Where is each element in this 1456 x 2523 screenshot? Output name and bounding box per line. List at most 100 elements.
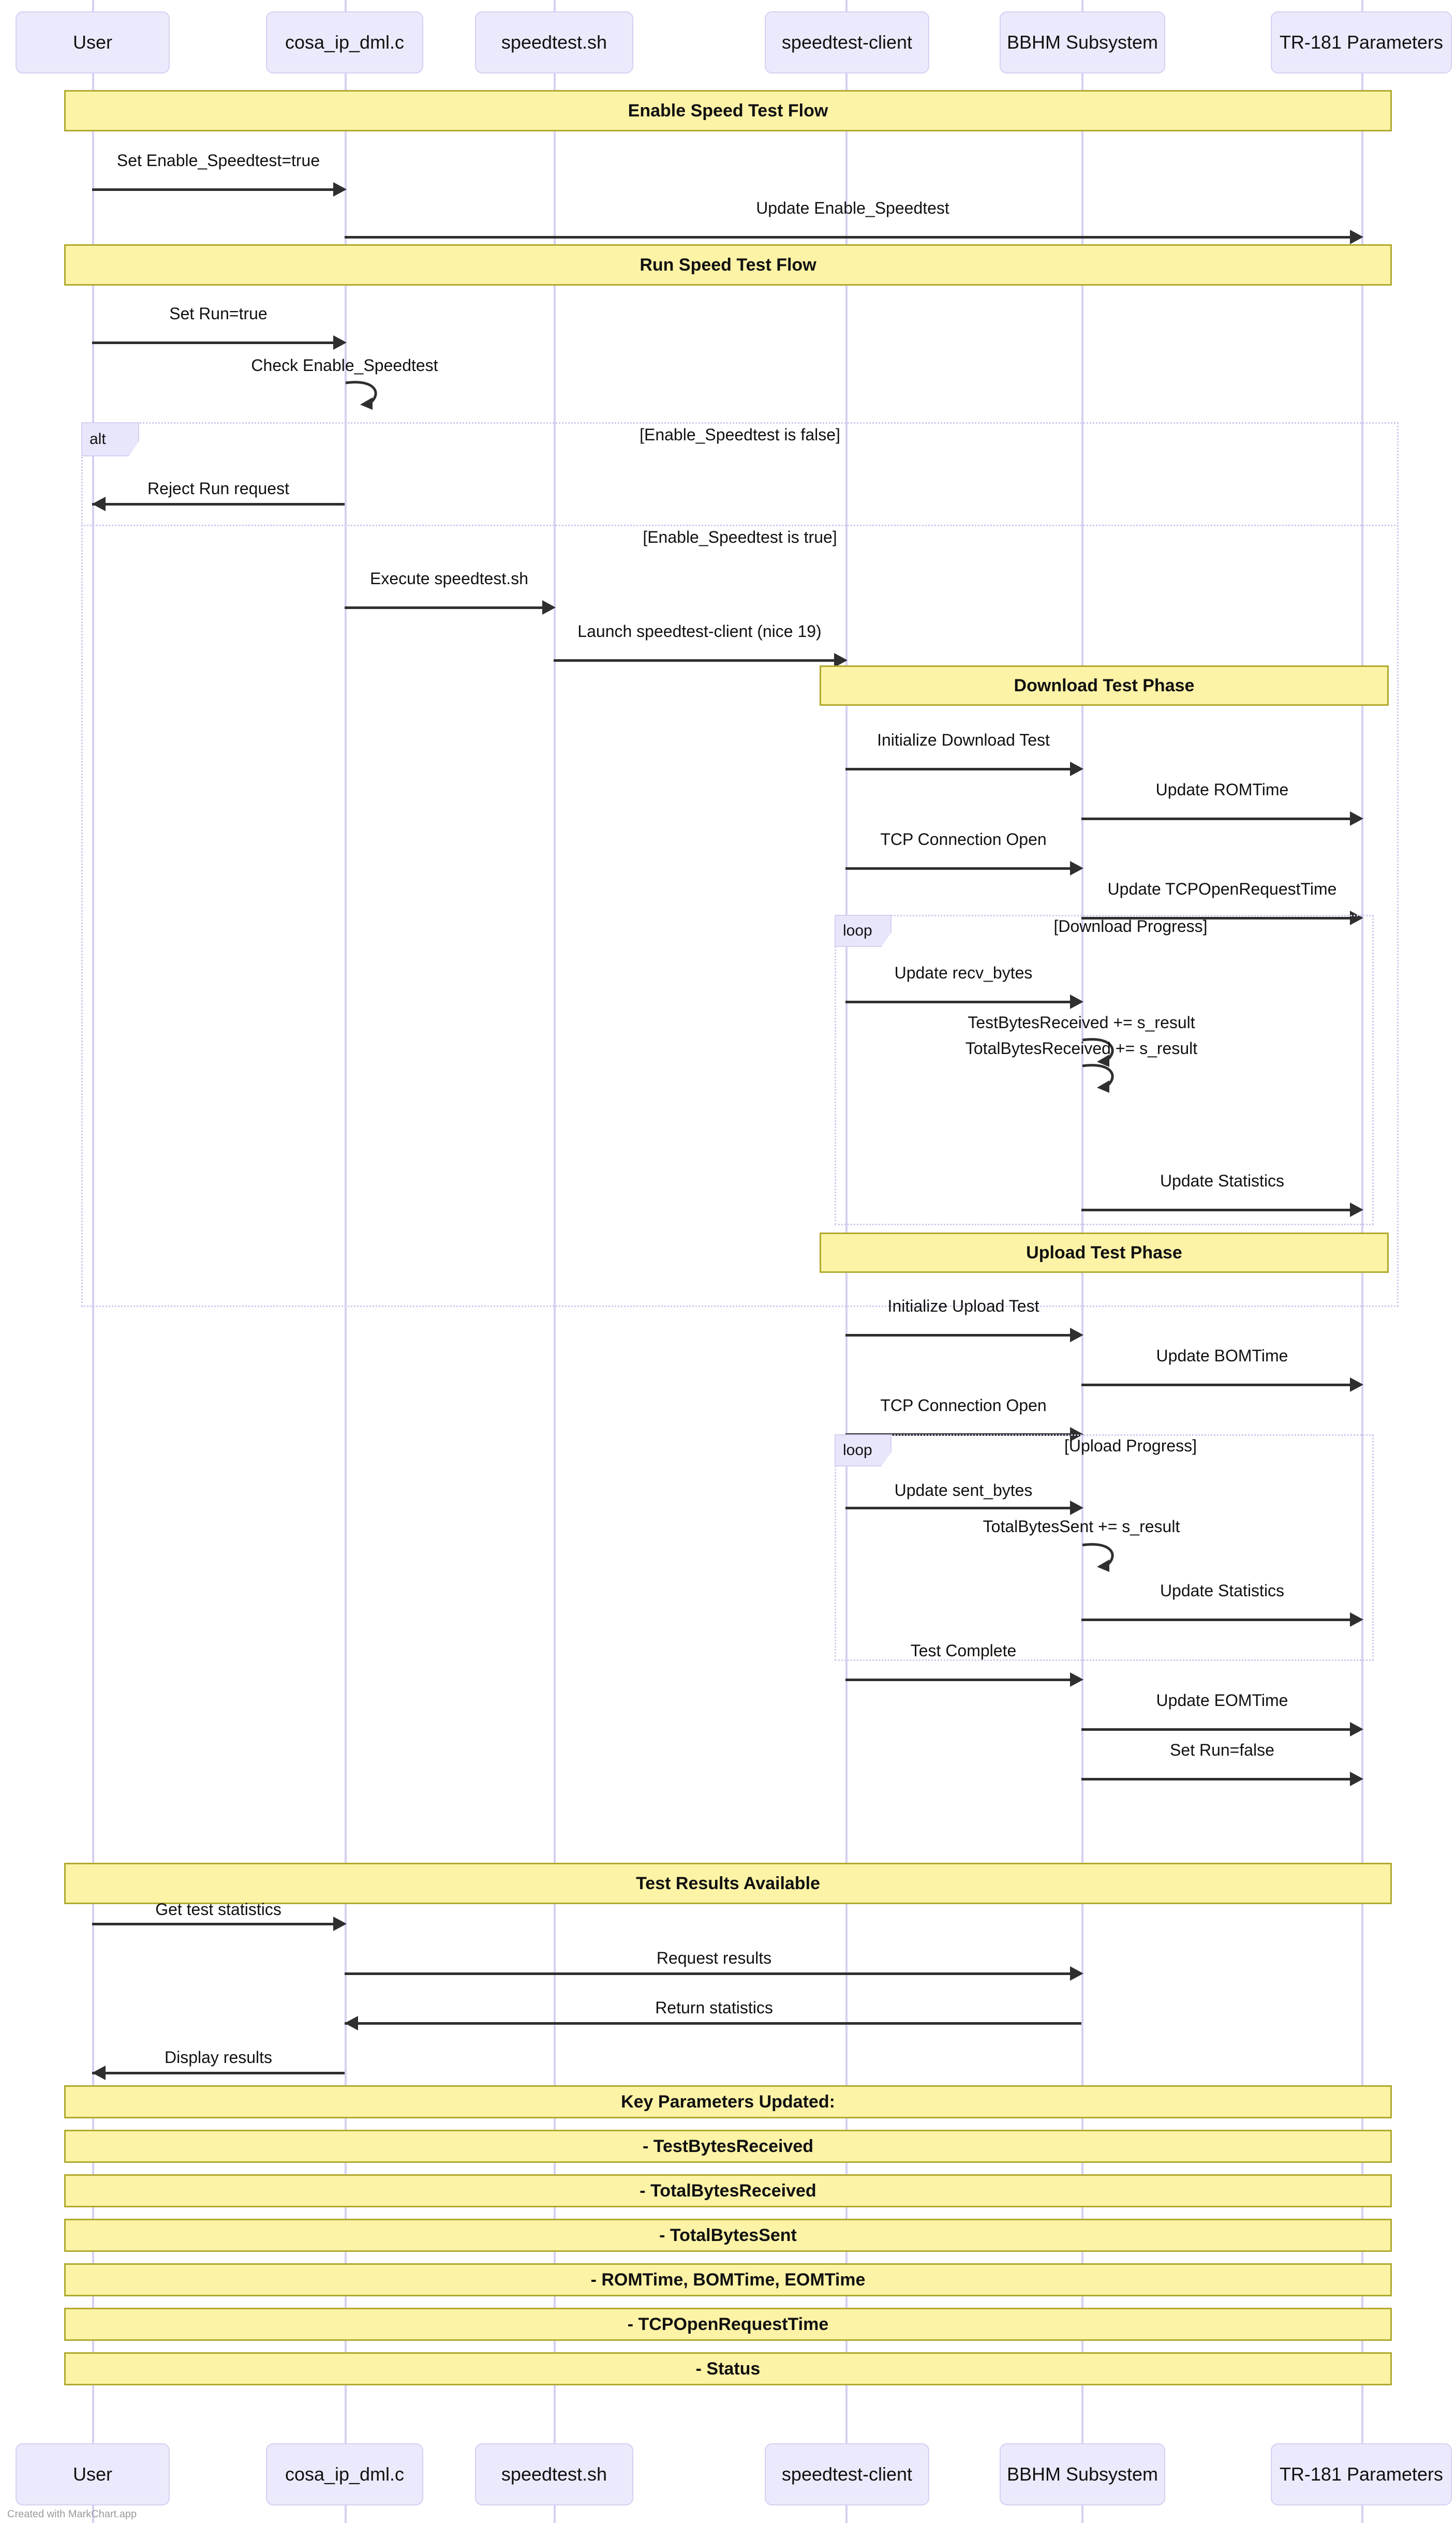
arrowhead-icon [1070, 762, 1083, 776]
note-key-parameter-totalbytessent: - TotalBytesSent [64, 2219, 1392, 2252]
arrowhead-icon [345, 2016, 358, 2030]
participant-label-tr181-bottom: TR-181 Parameters [1279, 2463, 1444, 2485]
note-label: - Status [695, 2358, 761, 2379]
note-key-parameters-title: Key Parameters Updated: [64, 2085, 1392, 2118]
participant-tr181[interactable]: TR-181 Parameters [1271, 11, 1452, 73]
note-key-parameter-totalbytesreceived: - TotalBytesReceived [64, 2174, 1392, 2207]
arrowhead-icon [1350, 1772, 1363, 1786]
fragment-alt-condition-1: [Enable_Speedtest is false] [640, 425, 840, 444]
message-arrow-update-bomtime [1081, 1384, 1351, 1386]
message-label-totalbytessent-add: TotalBytesSent += s_result [983, 1517, 1180, 1536]
note-label: - TestBytesReceived [642, 2136, 814, 2156]
participant-label-tr181: TR-181 Parameters [1279, 32, 1444, 53]
note-run-speed-test-flow: Run Speed Test Flow [64, 244, 1392, 286]
note-download-test-phase: Download Test Phase [820, 665, 1389, 706]
note-label: - TotalBytesReceived [640, 2180, 816, 2201]
message-label-initialize-download-test: Initialize Download Test [877, 731, 1050, 749]
arrowhead-icon [1350, 911, 1363, 925]
arrowhead-icon [1350, 811, 1363, 826]
message-label-request-results: Request results [656, 1949, 772, 1967]
arrowhead-icon [1350, 1377, 1363, 1392]
participant-client-bottom[interactable]: speedtest-client [765, 2443, 929, 2505]
note-label: Key Parameters Updated: [621, 2091, 835, 2112]
fragment-loop-upload-tag-label: loop [843, 1442, 872, 1459]
message-arrow-launch-speedtest-client [554, 659, 835, 662]
participant-user-bottom[interactable]: User [16, 2443, 170, 2505]
participant-client[interactable]: speedtest-client [765, 11, 929, 73]
self-message-loop-testbytesreceived [1082, 1038, 1114, 1067]
message-label-tcp-connection-open-download: TCP Connection Open [880, 830, 1047, 849]
message-arrow-initialize-upload-test [845, 1334, 1071, 1337]
lifeline-sh [554, 0, 556, 2523]
note-label: Run Speed Test Flow [640, 255, 816, 275]
participant-label-client: speedtest-client [781, 32, 913, 53]
lifeline-cosa [345, 0, 347, 2523]
note-key-parameter-testbytesreceived: - TestBytesReceived [64, 2130, 1392, 2163]
participant-user[interactable]: User [16, 11, 170, 73]
arrowhead-icon [92, 497, 106, 511]
note-test-results-available: Test Results Available [64, 1863, 1392, 1904]
message-arrow-update-statistics-download [1081, 1209, 1351, 1211]
fragment-loop-download-tag: loop [835, 915, 892, 947]
fragment-loop-upload-condition: [Upload Progress] [1064, 1436, 1197, 1455]
message-label-update-tcpopenrequesttime: Update TCPOpenRequestTime [1107, 880, 1337, 898]
participant-label-cosa: cosa_ip_dml.c [285, 32, 405, 53]
message-label-test-complete: Test Complete [910, 1641, 1017, 1660]
message-arrow-execute-speedtest-sh [345, 606, 543, 609]
participant-sh[interactable]: speedtest.sh [475, 11, 633, 73]
message-label-return-statistics: Return statistics [655, 1998, 773, 2017]
note-upload-test-phase: Upload Test Phase [820, 1233, 1389, 1273]
participant-label-sh-bottom: speedtest.sh [501, 2463, 607, 2485]
fragment-alt-tag: alt [81, 422, 139, 456]
message-arrow-update-romtime [1081, 818, 1351, 820]
participant-sh-bottom[interactable]: speedtest.sh [475, 2443, 633, 2505]
message-label-update-sent-bytes: Update sent_bytes [894, 1481, 1033, 1500]
participant-tr181-bottom[interactable]: TR-181 Parameters [1271, 2443, 1452, 2505]
message-label-tcp-connection-open-upload: TCP Connection Open [880, 1396, 1047, 1415]
fragment-alt-tag-label: alt [90, 431, 106, 448]
message-arrow-set-run-true [92, 342, 334, 344]
arrowhead-icon [1350, 1203, 1363, 1217]
participant-bbhm[interactable]: BBHM Subsystem [1000, 11, 1165, 73]
fragment-alt-divider [81, 525, 1399, 526]
message-arrow-update-recv-bytes [845, 1001, 1071, 1003]
note-key-parameter-tcpopenrequesttime: - TCPOpenRequestTime [64, 2308, 1392, 2341]
message-label-set-run-true: Set Run=true [169, 304, 268, 323]
message-arrow-update-statistics-upload [1081, 1619, 1351, 1621]
message-arrow-tcp-connection-open-download [845, 867, 1071, 870]
message-arrow-set-enable-speedtest [92, 188, 334, 191]
message-label-display-results: Display results [164, 2048, 273, 2067]
message-label-launch-speedtest-client: Launch speedtest-client (nice 19) [577, 622, 822, 641]
arrowhead-icon [92, 2066, 106, 2080]
arrowhead-icon [1070, 1501, 1083, 1515]
message-arrow-request-results [345, 1972, 1071, 1975]
participant-cosa-bottom[interactable]: cosa_ip_dml.c [266, 2443, 423, 2505]
message-arrow-initialize-download-test [845, 768, 1071, 770]
participant-cosa[interactable]: cosa_ip_dml.c [266, 11, 423, 73]
message-label-initialize-upload-test: Initialize Upload Test [887, 1297, 1039, 1315]
arrowhead-icon [1350, 1722, 1363, 1737]
message-label-set-enable-speedtest: Set Enable_Speedtest=true [116, 151, 320, 170]
message-label-update-bomtime: Update BOMTime [1156, 1346, 1288, 1365]
message-label-update-statistics-download: Update Statistics [1160, 1171, 1285, 1190]
watermark-credit: Created with MarkChart.app [7, 2509, 137, 2520]
arrowhead-icon [333, 1917, 347, 1931]
fragment-loop-download-tag-label: loop [843, 922, 872, 939]
message-label-update-statistics-upload: Update Statistics [1160, 1581, 1285, 1600]
note-label: Test Results Available [636, 1873, 820, 1893]
participant-bbhm-bottom[interactable]: BBHM Subsystem [1000, 2443, 1165, 2505]
arrowhead-icon [1070, 1672, 1083, 1687]
participant-label-user: User [72, 32, 112, 53]
note-label: - TCPOpenRequestTime [627, 2314, 829, 2334]
fragment-loop-upload-tag: loop [835, 1434, 892, 1466]
message-arrow-test-complete [845, 1679, 1071, 1681]
message-arrow-update-eomtime [1081, 1728, 1351, 1731]
message-label-get-test-statistics: Get test statistics [155, 1900, 281, 1919]
note-key-parameter-times: - ROMTime, BOMTime, EOMTime [64, 2263, 1392, 2296]
message-arrow-set-run-false [1081, 1778, 1351, 1780]
message-label-update-enable-speedtest: Update Enable_Speedtest [756, 199, 949, 217]
message-label-update-eomtime: Update EOMTime [1156, 1691, 1288, 1710]
participant-label-user-bottom: User [72, 2463, 112, 2485]
participant-label-cosa-bottom: cosa_ip_dml.c [285, 2463, 405, 2485]
